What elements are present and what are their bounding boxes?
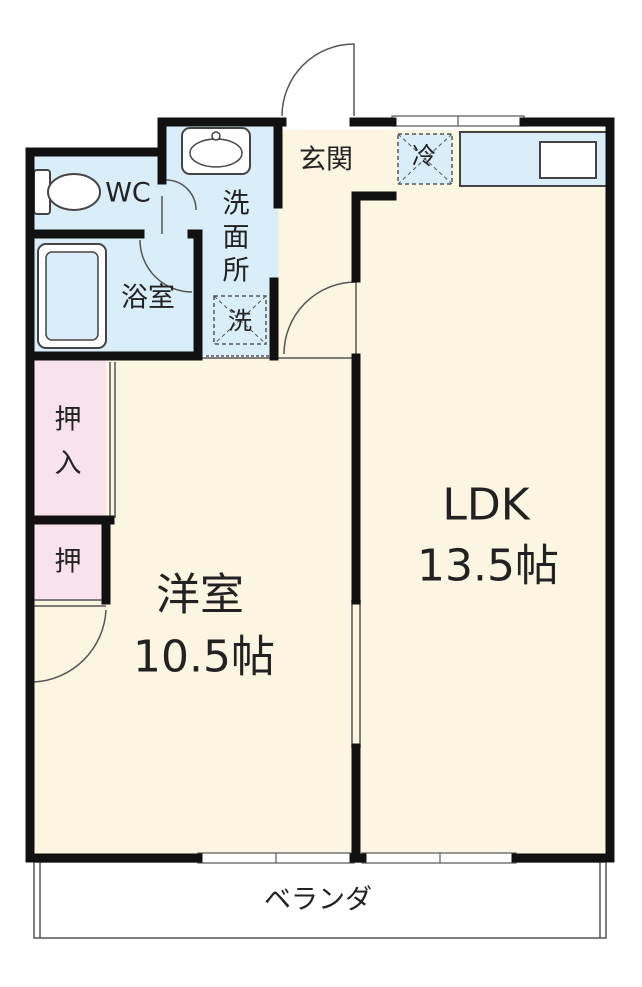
- veranda-label: ベランダ: [264, 885, 372, 916]
- ldk-window: [361, 852, 517, 864]
- hallway-door-swing: [283, 281, 357, 355]
- closet-floor: [30, 522, 106, 600]
- closet-label: 押: [55, 547, 82, 578]
- oshiire-label-2: 入: [55, 449, 82, 480]
- oshiire-floor: [30, 358, 106, 518]
- bathtub-inner: [45, 251, 99, 341]
- washroom-label-2: 面: [223, 223, 250, 254]
- washbasin-faucet: [211, 131, 221, 141]
- ldk-floor: [356, 130, 610, 858]
- washbasin-bowl: [189, 138, 243, 168]
- bath-door-swing: [139, 239, 193, 293]
- toilet-icon: [47, 173, 101, 211]
- washer-label: 洗: [228, 307, 252, 335]
- fridge-label: 冷: [412, 142, 436, 170]
- ldk-name: LDK: [442, 480, 530, 531]
- entrance-label: 玄関: [299, 145, 353, 176]
- front-door-swing: [281, 43, 355, 117]
- washroom-label-3: 所: [223, 256, 250, 287]
- washroom-label-1: 洗: [223, 189, 250, 220]
- wc-door-swing: [165, 179, 197, 211]
- hallway-floor: [278, 196, 356, 358]
- western-room-size: 10.5帖: [133, 632, 275, 683]
- walls: [25, 117, 615, 863]
- entrance-floor: [278, 130, 356, 196]
- western-room-name: 洋室: [156, 570, 244, 621]
- washer-space-diagonal: [213, 295, 267, 345]
- veranda-outline: [33, 861, 607, 939]
- bath-label: 浴室: [121, 283, 175, 314]
- fridge-space-diagonal: [397, 133, 453, 185]
- kitchen-sink-icon: [539, 141, 597, 179]
- oshiire-label-1: 押: [55, 405, 82, 436]
- wc-label: WC: [105, 178, 151, 209]
- western-door-swing: [33, 609, 107, 683]
- ldk-size: 13.5帖: [417, 541, 559, 592]
